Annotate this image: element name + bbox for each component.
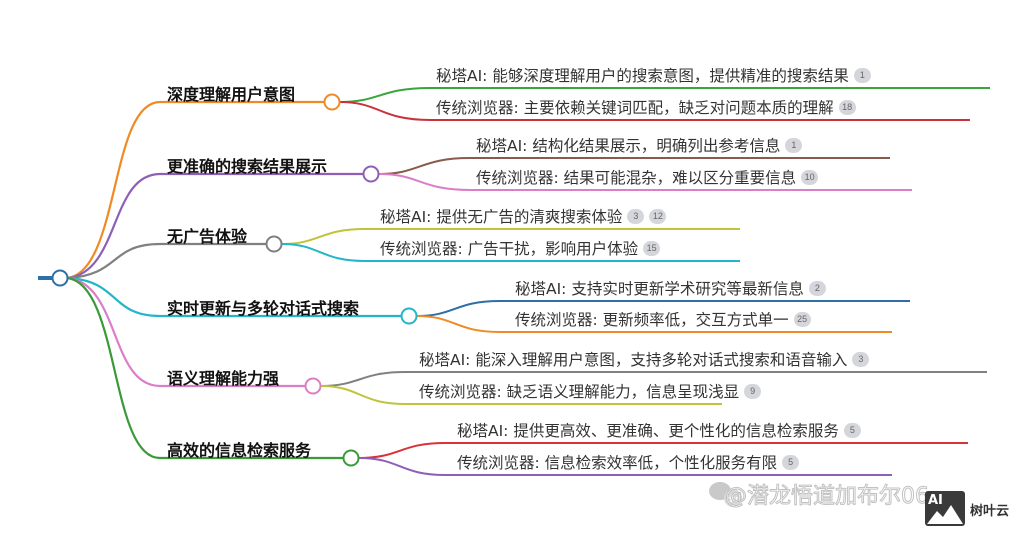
branch-2-connector (67, 172, 363, 280)
leaf-6-2-connector (358, 457, 892, 476)
social-icons-watermark: du (709, 482, 742, 507)
leaf-item[interactable]: 传统浏览器: 主要依赖关键词匹配，缺乏对问题本质的理解 18 (436, 96, 856, 118)
branch-6-connector (67, 276, 343, 460)
branch-1-label[interactable]: 深度理解用户意图 (167, 85, 296, 104)
leaf-item[interactable]: 秘塔AI: 支持实时更新学术研究等最新信息 2 (515, 277, 826, 299)
branch-4-label[interactable]: 实时更新与多轮对话式搜索 (167, 299, 360, 318)
leaf-3-2-connector (281, 243, 740, 262)
reference-badge[interactable]: 5 (782, 454, 800, 470)
reference-badge[interactable]: 2 (808, 280, 826, 296)
leaf-5-2-connector (320, 385, 722, 405)
leaf-6-1-connector (358, 442, 968, 459)
branch-1-connector (67, 100, 324, 280)
leaf-text: 传统浏览器: 更新频率低，交互方式单一 (515, 311, 789, 329)
leaf-item[interactable]: 传统浏览器: 更新频率低，交互方式单一 25 (515, 308, 811, 330)
reference-badge[interactable]: 3 (627, 208, 645, 224)
leaf-text: 秘塔AI: 能够深度理解用户的搜索意图，提供精准的搜索结果 (436, 67, 849, 85)
reference-badge[interactable]: 10 (801, 169, 819, 185)
branch-5-connector (67, 276, 305, 388)
leaf-text: 传统浏览器: 主要依赖关键词匹配，缺乏对问题本质的理解 (436, 99, 834, 117)
reference-badge[interactable]: 1 (785, 137, 803, 153)
leaf-1-2-connector (339, 101, 970, 121)
root-node[interactable] (51, 269, 69, 287)
reference-badge[interactable]: 3 (852, 351, 870, 367)
leaf-item[interactable]: 秘塔AI: 提供无广告的清爽搜索体验 3 12 (380, 205, 667, 227)
branch-6-node[interactable] (342, 449, 360, 467)
leaf-item[interactable]: 秘塔AI: 提供更高效、更准确、更个性化的信息检索服务 5 (457, 419, 861, 441)
branch-6-label[interactable]: 高效的信息检索服务 (167, 441, 312, 460)
leaf-text: 秘塔AI: 提供更高效、更准确、更个性化的信息检索服务 (457, 422, 839, 440)
reference-badge[interactable]: 12 (649, 208, 667, 224)
reference-badge[interactable]: 9 (744, 383, 762, 399)
branch-3-label[interactable]: 无广告体验 (167, 227, 248, 246)
leaf-text: 传统浏览器: 信息检索效率低，个性化服务有限 (457, 454, 778, 472)
branch-2-label[interactable]: 更准确的搜索结果展示 (167, 157, 328, 176)
leaf-item[interactable]: 传统浏览器: 结果可能混杂，难以区分重要信息 10 (476, 166, 819, 188)
leaf-item[interactable]: 秘塔AI: 能够深度理解用户的搜索意图，提供精准的搜索结果 1 (436, 64, 871, 86)
branch-3-node[interactable] (265, 235, 283, 253)
logo-text: 树叶云 (970, 504, 1010, 519)
svg-text:du: du (727, 494, 738, 504)
leaf-text: 秘塔AI: 支持实时更新学术研究等最新信息 (515, 280, 804, 298)
leaf-4-2-connector (416, 315, 892, 333)
leaf-text: 秘塔AI: 提供无广告的清爽搜索体验 (380, 208, 623, 226)
leaf-item[interactable]: 秘塔AI: 能深入理解用户意图，支持多轮对话式搜索和语音输入 3 (419, 348, 870, 370)
leaf-5-1-connector (320, 371, 987, 387)
leaf-item[interactable]: 传统浏览器: 广告干扰，影响用户体验 15 (380, 237, 661, 259)
leaf-text: 秘塔AI: 结构化结果展示，明确列出参考信息 (476, 137, 781, 155)
branch-2-node[interactable] (362, 165, 380, 183)
branch-4-connector (67, 276, 401, 318)
leaf-item[interactable]: 秘塔AI: 结构化结果展示，明确列出参考信息 1 (476, 134, 803, 156)
leaf-1-1-connector (339, 87, 990, 103)
mountain-icon (927, 505, 963, 524)
leaf-item[interactable]: 传统浏览器: 缺乏语义理解能力，信息呈现浅显 9 (419, 380, 762, 402)
branch-5-node[interactable] (304, 377, 322, 395)
reference-badge[interactable]: 5 (843, 422, 861, 438)
branch-1-node[interactable] (323, 93, 341, 111)
leaf-text: 传统浏览器: 缺乏语义理解能力，信息呈现浅显 (419, 383, 740, 401)
branch-3-connector (67, 242, 266, 280)
leaf-2-2-connector (378, 173, 912, 191)
reference-badge[interactable]: 18 (838, 99, 856, 115)
leaf-text: 秘塔AI: 能深入理解用户意图，支持多轮对话式搜索和语音输入 (419, 351, 848, 369)
leaf-3-1-connector (281, 228, 740, 245)
leaf-text: 传统浏览器: 结果可能混杂，难以区分重要信息 (476, 169, 797, 187)
reference-badge[interactable]: 15 (643, 240, 661, 256)
reference-badge[interactable]: 1 (853, 67, 871, 83)
reference-badge[interactable]: 25 (793, 311, 811, 327)
leaf-item[interactable]: 传统浏览器: 信息检索效率低，个性化服务有限 5 (457, 451, 800, 473)
branch-5-label[interactable]: 语义理解能力强 (167, 369, 280, 388)
ai-logo-icon: AI (925, 491, 965, 526)
leaf-text: 传统浏览器: 广告干扰，影响用户体验 (380, 240, 639, 258)
watermark-text: @潜龙悟道加布尔06 (725, 484, 930, 510)
leaf-2-1-connector (378, 157, 890, 175)
branch-4-node[interactable] (400, 307, 418, 325)
leaf-4-1-connector (416, 300, 910, 317)
